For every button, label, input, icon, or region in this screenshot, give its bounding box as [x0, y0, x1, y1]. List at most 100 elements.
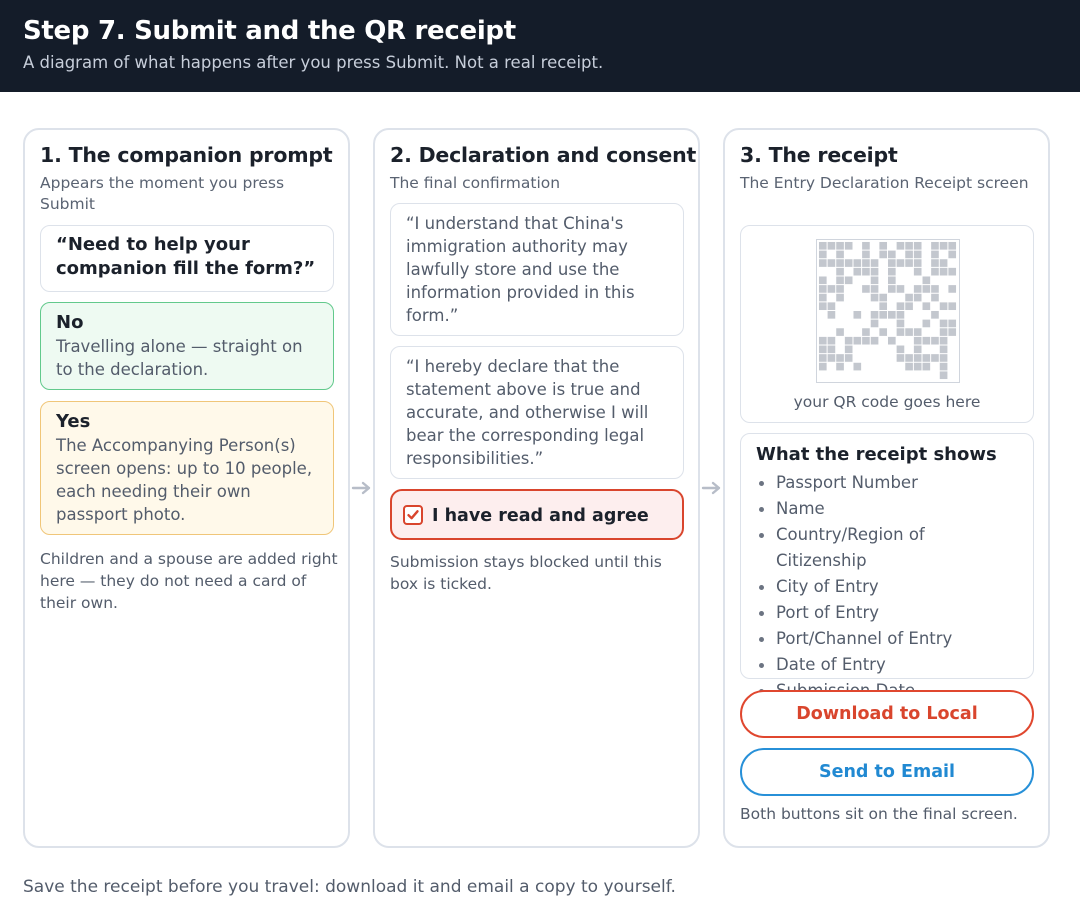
- qr-module: [888, 276, 896, 285]
- qr-module: [844, 336, 853, 345]
- qr-module: [931, 336, 939, 345]
- qr-module: [931, 311, 939, 319]
- option-yes-body: The Accompanying Person(s) screen opens:…: [56, 436, 313, 524]
- agree-checkbox-row[interactable]: I have read and agree: [390, 489, 684, 540]
- qr-module: [948, 328, 957, 336]
- qr-module: [896, 285, 905, 293]
- qr-module: [913, 293, 922, 302]
- qr-module: [913, 345, 922, 354]
- qr-module: [818, 336, 827, 345]
- qr-module: [896, 311, 905, 319]
- qr-module: [818, 354, 827, 362]
- qr-module: [896, 345, 905, 354]
- download-to-local-button[interactable]: Download to Local: [740, 690, 1034, 738]
- qr-module: [931, 241, 939, 250]
- panel-title: 3. The receipt: [740, 143, 898, 167]
- panel-note: Children and a spouse are added right he…: [40, 550, 338, 612]
- qr-module: [913, 267, 922, 276]
- qr-module: [836, 354, 844, 362]
- qr-module: [905, 362, 913, 371]
- qr-module: [836, 267, 844, 276]
- qr-module: [853, 362, 862, 371]
- qr-module: [913, 285, 922, 293]
- qr-module: [922, 276, 931, 285]
- qr-module: [870, 311, 879, 319]
- qr-module: [896, 319, 905, 328]
- qr-module: [913, 250, 922, 259]
- qr-module: [931, 250, 939, 259]
- qr-module: [836, 293, 844, 302]
- qr-module: [913, 241, 922, 250]
- qr-module: [939, 241, 948, 250]
- qr-module: [862, 267, 870, 276]
- qr-module: [827, 285, 836, 293]
- qr-module: [870, 319, 879, 328]
- page-title: Step 7. Submit and the QR receipt: [23, 16, 516, 46]
- qr-module: [862, 241, 870, 250]
- qr-module: [879, 293, 888, 302]
- panel-subtitle: Appears the moment you press Submit: [40, 174, 285, 213]
- qr-module: [853, 259, 862, 267]
- qr-module: [870, 267, 879, 276]
- qr-module: [862, 250, 870, 259]
- checkbox-checked-icon[interactable]: [403, 505, 423, 525]
- list-item: Port/Channel of Entry: [756, 626, 1018, 652]
- qr-module: [844, 345, 853, 354]
- qr-module: [836, 285, 844, 293]
- qr-module: [827, 302, 836, 311]
- qr-module: [818, 241, 827, 250]
- qr-module: [905, 354, 913, 362]
- qr-module: [913, 354, 922, 362]
- qr-module: [939, 362, 948, 371]
- qr-module: [853, 336, 862, 345]
- panel-note: Both buttons sit on the final screen.: [740, 805, 1018, 823]
- qr-module: [862, 259, 870, 267]
- qr-module: [888, 285, 896, 293]
- option-no-heading: No: [56, 312, 84, 333]
- qr-module: [862, 328, 870, 336]
- footer-note: Save the receipt before you travel: down…: [23, 877, 676, 897]
- send-to-email-button[interactable]: Send to Email: [740, 748, 1034, 796]
- qr-module: [948, 285, 957, 293]
- qr-module: [913, 259, 922, 267]
- qr-module: [948, 319, 957, 328]
- panel-declaration-consent: 2. Declaration and consent The final con…: [373, 128, 700, 848]
- qr-module: [818, 285, 827, 293]
- qr-module: [922, 354, 931, 362]
- qr-module: [827, 345, 836, 354]
- qr-module: [931, 354, 939, 362]
- qr-module: [931, 293, 939, 302]
- option-yes: Yes The Accompanying Person(s) screen op…: [40, 401, 334, 535]
- qr-module: [922, 285, 931, 293]
- qr-module: [879, 328, 888, 336]
- qr-module: [939, 302, 948, 311]
- qr-module: [844, 354, 853, 362]
- qr-module: [870, 293, 879, 302]
- qr-module: [818, 293, 827, 302]
- qr-module: [879, 302, 888, 311]
- declaration-quote-storage: “I understand that China's immigration a…: [390, 203, 684, 336]
- qr-module: [922, 362, 931, 371]
- list-item: Port of Entry: [756, 600, 1018, 626]
- qr-module: [896, 354, 905, 362]
- companion-prompt-question: “Need to help your companion fill the fo…: [40, 225, 334, 292]
- arrow-right-icon: [351, 481, 371, 495]
- qr-module: [862, 336, 870, 345]
- panel-note: Submission stays blocked until this box …: [390, 553, 662, 593]
- qr-module: [827, 311, 836, 319]
- qr-module: [844, 259, 853, 267]
- option-yes-heading: Yes: [56, 411, 91, 432]
- panel-title: 1. The companion prompt: [40, 143, 333, 167]
- option-no-body: Travelling alone — straight on to the de…: [56, 337, 303, 379]
- qr-module: [888, 259, 896, 267]
- qr-module: [827, 354, 836, 362]
- qr-module: [931, 259, 939, 267]
- qr-module: [905, 250, 913, 259]
- arrow-right-icon: [701, 481, 721, 495]
- qr-module: [948, 250, 957, 259]
- qr-module: [939, 259, 948, 267]
- qr-module: [948, 241, 957, 250]
- qr-module: [836, 241, 844, 250]
- list-item: City of Entry: [756, 574, 1018, 600]
- qr-module: [879, 250, 888, 259]
